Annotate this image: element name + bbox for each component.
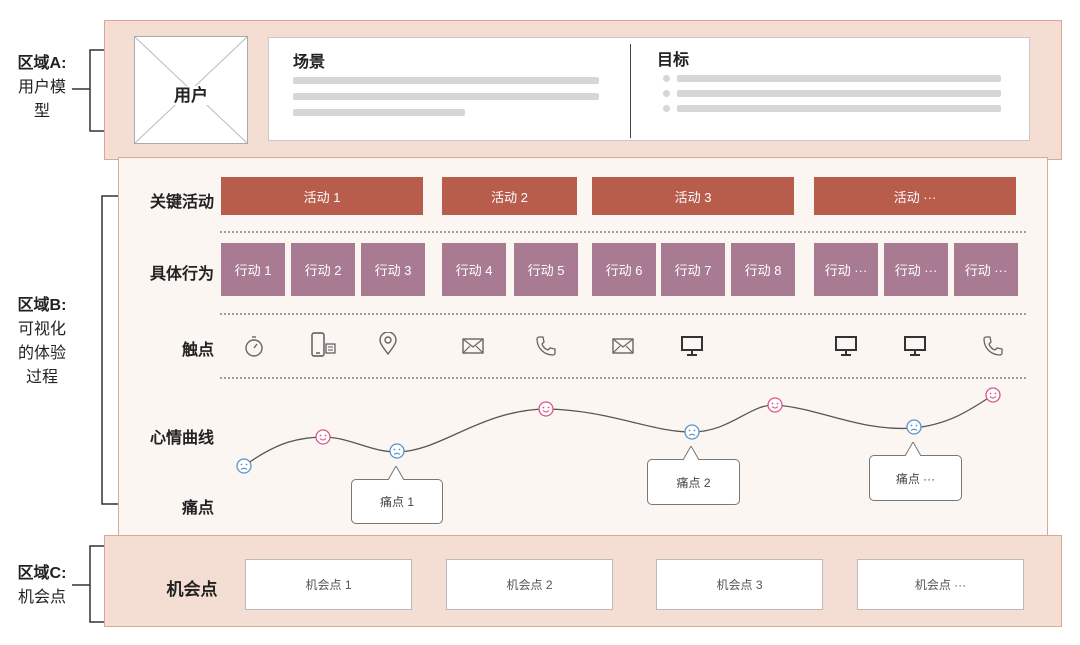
sad-face-icon <box>389 443 405 459</box>
pain-point-callout[interactable]: 痛点 ··· <box>869 455 962 501</box>
goal-text-line <box>677 105 1001 112</box>
monitor-icon <box>835 336 857 356</box>
happy-face-icon <box>538 401 554 417</box>
action-card[interactable]: 行动 5 <box>514 243 578 296</box>
region-a-desc: 用户模型 <box>17 79 66 120</box>
happy-face-icon <box>315 429 331 445</box>
activity-card[interactable]: 活动 2 <box>442 177 577 215</box>
action-card[interactable]: 行动 6 <box>592 243 656 296</box>
timer-icon <box>245 336 263 357</box>
callout-pointer <box>905 442 922 457</box>
pain-point-callout[interactable]: 痛点 2 <box>647 459 740 505</box>
region-c-desc: 机会点 <box>17 589 66 606</box>
opportunity-card[interactable]: 机会点 1 <box>245 559 412 610</box>
happy-face-icon <box>767 397 783 413</box>
row-label-pain: 痛点 <box>181 500 214 517</box>
goal-label: 目标 <box>657 52 690 69</box>
row-label-actions: 具体行为 <box>149 266 214 283</box>
action-card[interactable]: 行动 ··· <box>884 243 948 296</box>
pain-point-callout[interactable]: 痛点 1 <box>351 479 443 524</box>
row-divider <box>220 313 1026 315</box>
row-label-activities: 关键活动 <box>149 194 214 211</box>
row-divider <box>220 231 1026 233</box>
region-b-desc: 可视化的体验过程 <box>17 321 66 386</box>
row-label-opportunity: 机会点 <box>166 580 218 599</box>
monitor-icon <box>904 336 926 356</box>
callout-pointer <box>683 446 700 461</box>
user-placeholder: 用户 <box>134 36 248 144</box>
scene-text-line <box>293 109 465 116</box>
action-card[interactable]: 行动 ··· <box>954 243 1018 296</box>
scene-label: 场景 <box>293 54 326 71</box>
action-card[interactable]: 行动 7 <box>661 243 725 296</box>
monitor-icon <box>681 336 703 356</box>
divider <box>630 44 631 138</box>
region-c-label: 区域C: 机会点 <box>4 562 80 610</box>
scene-text-line <box>293 77 599 84</box>
goal-text-line <box>677 75 1001 82</box>
opportunity-card[interactable]: 机会点 ··· <box>857 559 1024 610</box>
mail-icon <box>462 338 484 354</box>
region-b-title: 区域B: <box>17 297 67 314</box>
region-b-label: 区域B: 可视化的体验过程 <box>4 294 80 390</box>
action-card[interactable]: 行动 4 <box>442 243 506 296</box>
pain-point-label: 痛点 2 <box>676 475 711 490</box>
region-a-title: 区域A: <box>17 55 67 72</box>
mail-icon <box>612 338 634 354</box>
goal-text-line <box>677 90 1001 97</box>
action-card[interactable]: 行动 1 <box>221 243 285 296</box>
activity-card[interactable]: 活动 3 <box>592 177 794 215</box>
region-a-label: 区域A: 用户模型 <box>4 52 80 124</box>
sad-face-icon <box>236 458 252 474</box>
region-c-title: 区域C: <box>17 565 67 582</box>
pain-point-label: 痛点 1 <box>379 495 414 509</box>
scene-goal-box: 场景 目标 <box>268 37 1030 141</box>
bullet-icon <box>663 105 670 112</box>
activity-card[interactable]: 活动 1 <box>221 177 423 215</box>
row-label-mood: 心情曲线 <box>149 430 214 447</box>
happy-face-icon <box>985 387 1001 403</box>
row-label-touchpoints: 触点 <box>181 342 214 359</box>
opportunity-card[interactable]: 机会点 2 <box>446 559 613 610</box>
phone-icon <box>311 332 336 357</box>
pain-point-label: 痛点 ··· <box>895 471 936 486</box>
action-card[interactable]: 行动 3 <box>361 243 425 296</box>
action-card[interactable]: 行动 8 <box>731 243 795 296</box>
sad-face-icon <box>906 419 922 435</box>
sad-face-icon <box>684 424 700 440</box>
location-pin-icon <box>379 332 397 356</box>
scene-text-line <box>293 93 599 100</box>
row-divider <box>220 377 1026 379</box>
bullet-icon <box>663 75 670 82</box>
opportunity-card[interactable]: 机会点 3 <box>656 559 823 610</box>
user-label: 用户 <box>172 86 210 105</box>
phone-handset-icon <box>536 336 556 356</box>
bullet-icon <box>663 90 670 97</box>
action-card[interactable]: 行动 2 <box>291 243 355 296</box>
callout-pointer <box>388 466 405 481</box>
action-card[interactable]: 行动 ··· <box>814 243 878 296</box>
activity-card[interactable]: 活动 ··· <box>814 177 1016 215</box>
phone-handset-icon <box>983 336 1003 356</box>
